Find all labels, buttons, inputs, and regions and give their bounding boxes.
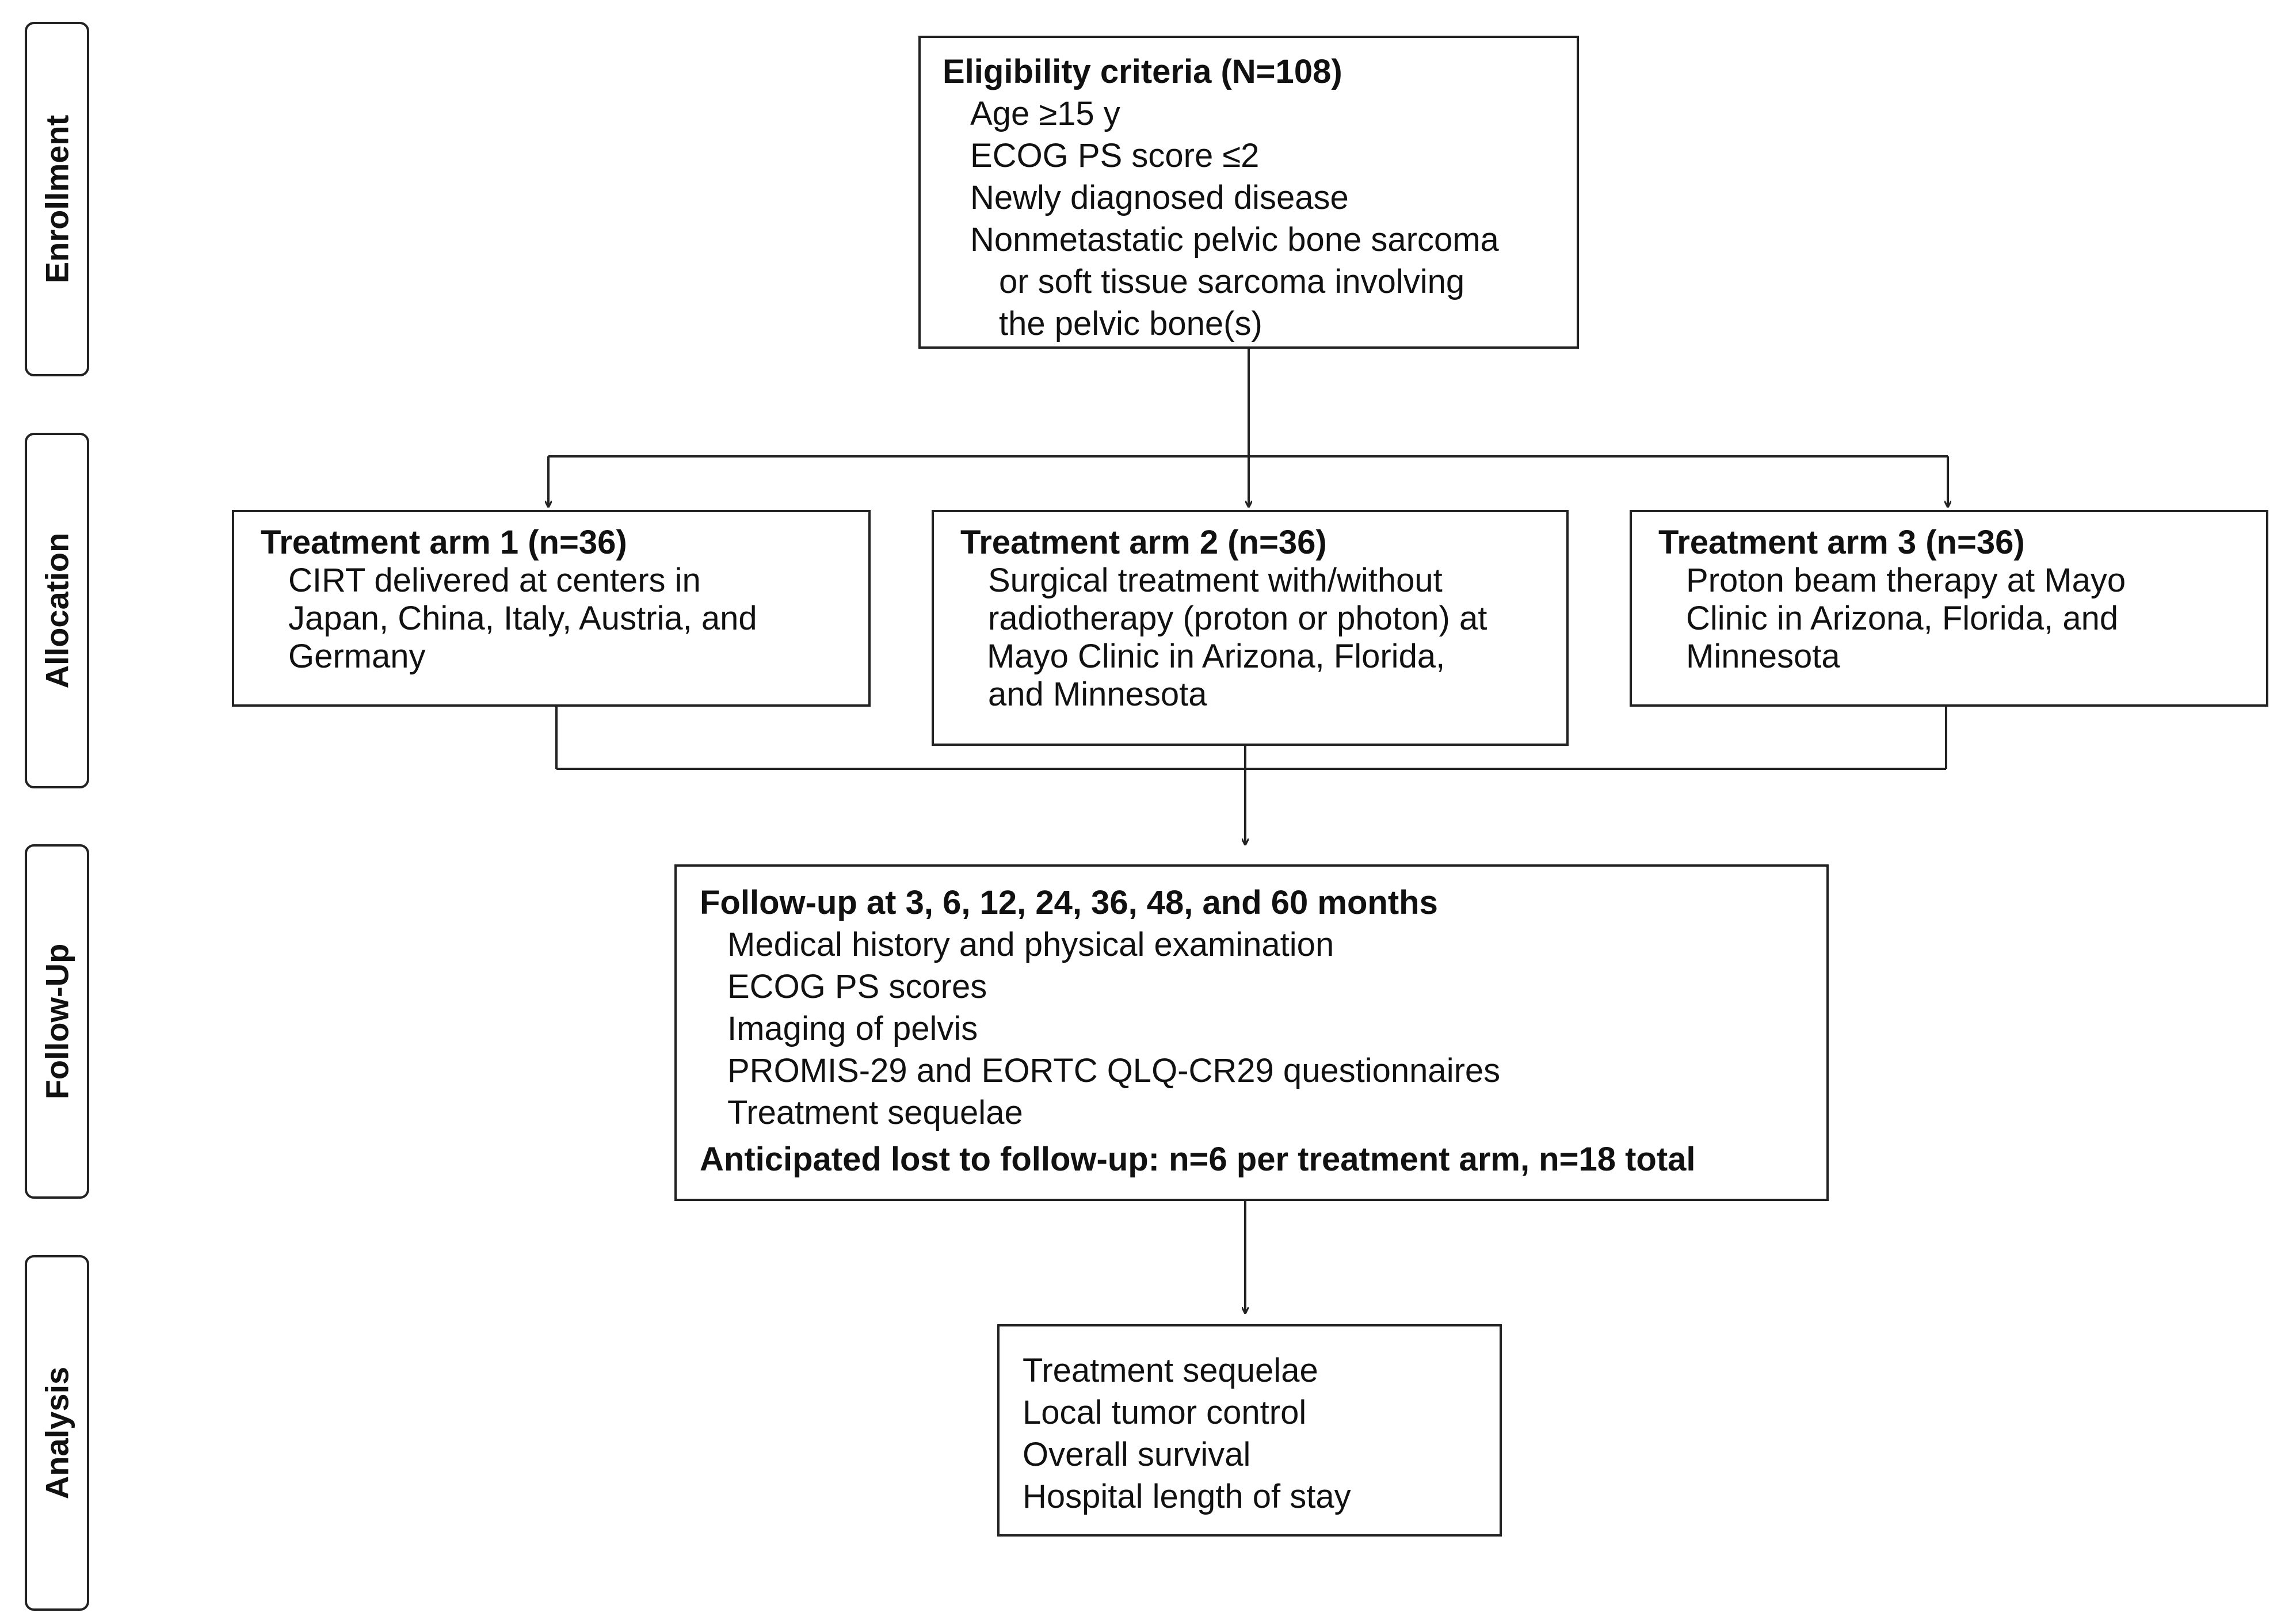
analysis-item: Local tumor control: [1023, 1394, 1307, 1431]
eligibility-item-continuation: or soft tissue sarcoma involving: [999, 263, 1465, 300]
followup-box: Follow-up at 3, 6, 12, 24, 36, 48, and 6…: [674, 864, 1829, 1201]
treatment-arm-3-box: Treatment arm 3 (n=36) Proton beam thera…: [1630, 510, 2268, 707]
analysis-item: Hospital length of stay: [1023, 1478, 1351, 1515]
stage-followup-label: Follow-Up: [39, 943, 75, 1100]
eligibility-item: Age ≥15 y: [970, 95, 1120, 132]
followup-footer: Anticipated lost to follow-up: n=6 per t…: [700, 1141, 1696, 1178]
followup-item: Medical history and physical examination: [727, 926, 1334, 963]
stage-analysis-label: Analysis: [39, 1366, 75, 1500]
analysis-item: Treatment sequelae: [1023, 1352, 1318, 1389]
arm-title: Treatment arm 3 (n=36): [1658, 524, 2025, 561]
followup-item: ECOG PS scores: [727, 968, 987, 1005]
treatment-arm-1-box: Treatment arm 1 (n=36) CIRT delivered at…: [232, 510, 871, 707]
arm-title: Treatment arm 2 (n=36): [960, 524, 1327, 561]
analysis-item: Overall survival: [1023, 1436, 1251, 1473]
eligibility-item: ECOG PS score ≤2: [970, 137, 1260, 174]
arm-line: Japan, China, Italy, Austria, and: [288, 600, 757, 637]
eligibility-item: Nonmetastatic pelvic bone sarcoma: [970, 221, 1499, 258]
followup-item: PROMIS-29 and EORTC QLQ-CR29 questionnai…: [727, 1052, 1501, 1089]
stage-analysis: Analysis: [25, 1255, 89, 1611]
stage-allocation-label: Allocation: [39, 532, 75, 689]
arm-line: Minnesota: [1686, 638, 1840, 675]
arm-line: Surgical treatment with/without: [988, 562, 1443, 599]
stage-enrollment: Enrollment: [25, 22, 89, 376]
eligibility-box: Eligibility criteria (N=108) Age ≥15 y E…: [918, 36, 1579, 349]
stage-followup: Follow-Up: [25, 844, 89, 1199]
followup-title: Follow-up at 3, 6, 12, 24, 36, 48, and 6…: [700, 884, 1438, 921]
arm-line: Germany: [288, 638, 426, 675]
stage-allocation: Allocation: [25, 433, 89, 788]
treatment-arm-2-box: Treatment arm 2 (n=36) Surgical treatmen…: [932, 510, 1569, 746]
arm-line: CIRT delivered at centers in: [288, 562, 701, 599]
eligibility-item-continuation: the pelvic bone(s): [999, 305, 1262, 342]
followup-item: Treatment sequelae: [727, 1094, 1023, 1131]
arm-title: Treatment arm 1 (n=36): [261, 524, 627, 561]
arm-line: radiotherapy (proton or photon) at: [988, 600, 1487, 637]
eligibility-item: Newly diagnosed disease: [970, 179, 1349, 216]
eligibility-title: Eligibility criteria (N=108): [943, 53, 1342, 90]
arm-line: and Minnesota: [988, 676, 1207, 713]
followup-item: Imaging of pelvis: [727, 1010, 978, 1047]
arm-line: Mayo Clinic in Arizona, Florida,: [987, 638, 1445, 675]
analysis-box: Treatment sequelae Local tumor control O…: [997, 1324, 1502, 1537]
arm-line: Clinic in Arizona, Florida, and: [1686, 600, 2119, 637]
arm-line: Proton beam therapy at Mayo: [1686, 562, 2126, 599]
stage-enrollment-label: Enrollment: [39, 115, 75, 284]
